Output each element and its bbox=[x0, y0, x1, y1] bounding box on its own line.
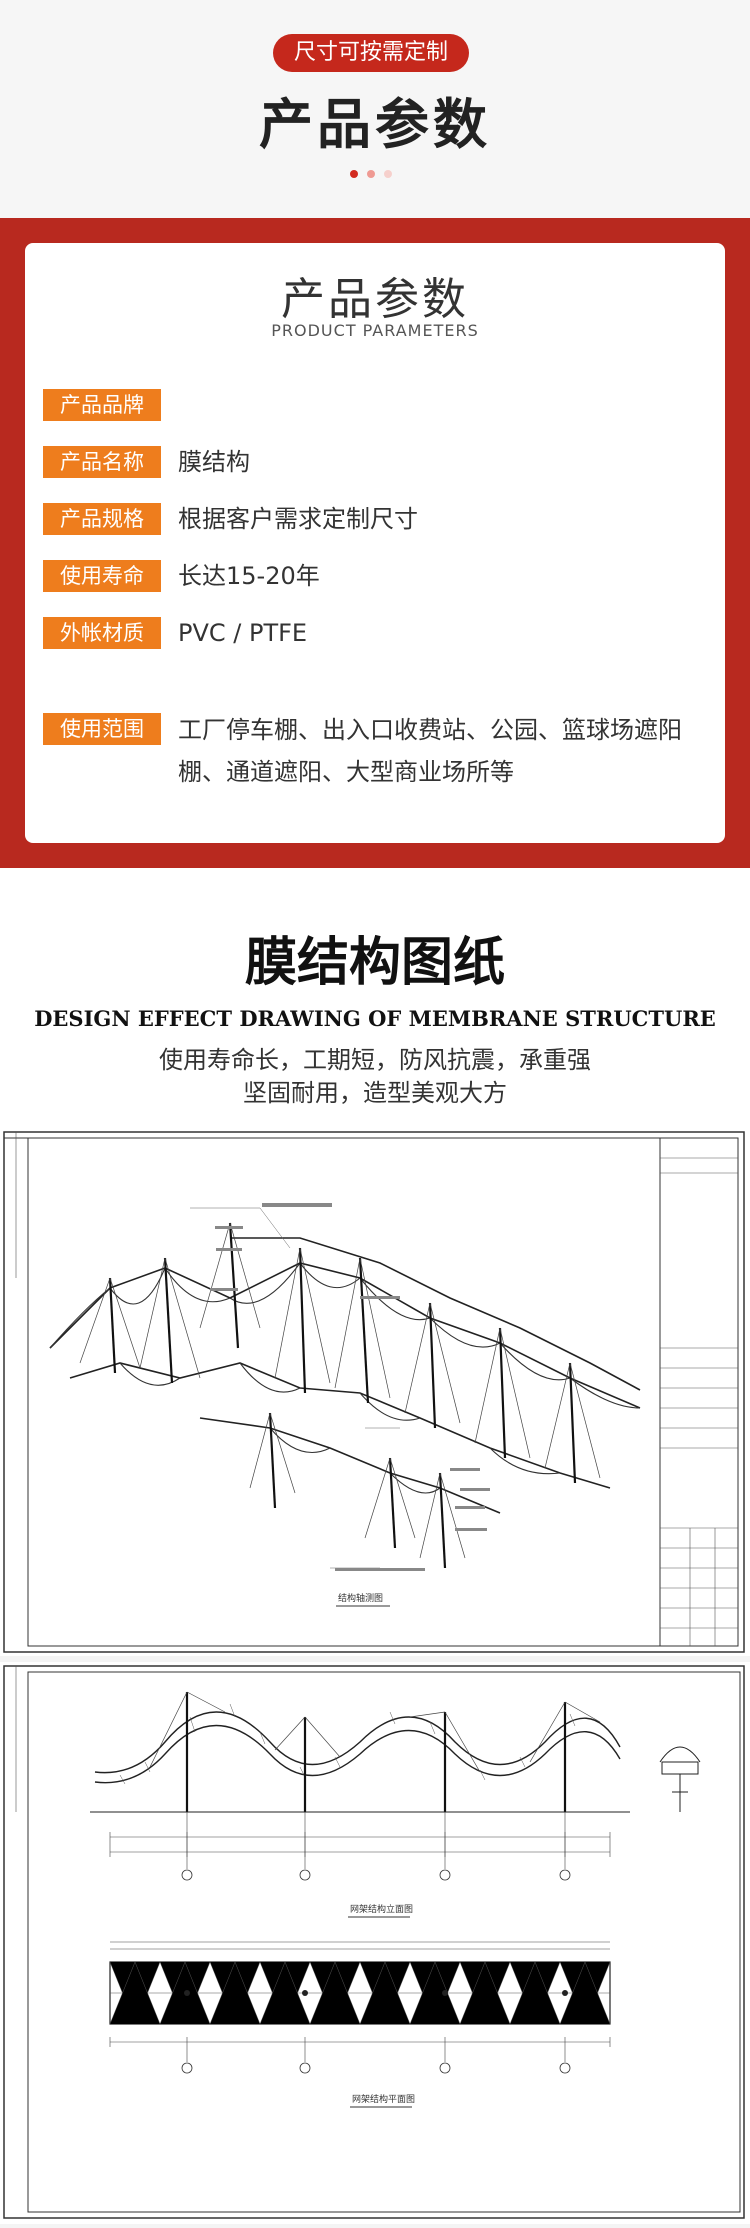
axonometric-drawing: 结构轴测图 bbox=[0, 1128, 750, 1656]
label-name: 产品名称 bbox=[43, 446, 161, 478]
label-lifespan: 使用寿命 bbox=[43, 560, 161, 592]
drawings-desc-line2: 坚固耐用，造型美观大方 bbox=[243, 1079, 507, 1107]
drawings-header-bg bbox=[0, 868, 750, 1128]
label-spec: 产品规格 bbox=[43, 503, 161, 535]
axonometric-caption: 结构轴测图 bbox=[338, 1592, 383, 1604]
custom-size-badge: 尺寸可按需定制 bbox=[273, 34, 469, 72]
drawings-title-en: DESIGN EFFECT DRAWING OF MEMBRANE STRUCT… bbox=[34, 1006, 716, 1031]
elevation-caption: 网架结构立面图 bbox=[350, 1903, 413, 1915]
dot bbox=[367, 170, 375, 178]
elevation-plan-drawing-svg: 网架结构立面图 网架结构平面图 bbox=[3, 1665, 745, 2219]
plan-caption: 网架结构平面图 bbox=[352, 2093, 415, 2105]
drawings-desc-line1: 使用寿命长，工期短，防风抗震，承重强 bbox=[159, 1046, 591, 1074]
dot-active bbox=[350, 170, 358, 178]
elevation-plan-drawing: 网架结构立面图 网架结构平面图 bbox=[0, 1662, 750, 2224]
hero-title: 产品参数 bbox=[259, 93, 491, 156]
label-material: 外帐材质 bbox=[43, 617, 161, 649]
dot bbox=[384, 170, 392, 178]
axonometric-drawing-svg: 结构轴测图 bbox=[3, 1131, 745, 1653]
drawings-desc: 使用寿命长，工期短，防风抗震，承重强 坚固耐用，造型美观大方 bbox=[0, 1044, 750, 1110]
params-subtitle: PRODUCT PARAMETERS bbox=[271, 321, 479, 340]
params-title: 产品参数 bbox=[281, 274, 469, 325]
params-card: 产品参数 PRODUCT PARAMETERS 产品品牌 产品名称 膜结构 产品… bbox=[25, 243, 725, 843]
label-brand: 产品品牌 bbox=[43, 389, 161, 421]
value-lifespan: 长达15-20年 bbox=[178, 562, 320, 590]
value-name: 膜结构 bbox=[178, 448, 250, 476]
value-material: PVC / PTFE bbox=[178, 619, 308, 647]
hero-section: 尺寸可按需定制 产品参数 bbox=[0, 0, 750, 218]
drawings-title: 膜结构图纸 bbox=[244, 933, 505, 993]
value-usage: 工厂停车棚、出入口收费站、公园、篮球场遮阳棚、通道遮阳、大型商业场所等 bbox=[178, 716, 682, 786]
label-usage: 使用范围 bbox=[43, 713, 161, 745]
value-spec: 根据客户需求定制尺寸 bbox=[178, 505, 418, 533]
